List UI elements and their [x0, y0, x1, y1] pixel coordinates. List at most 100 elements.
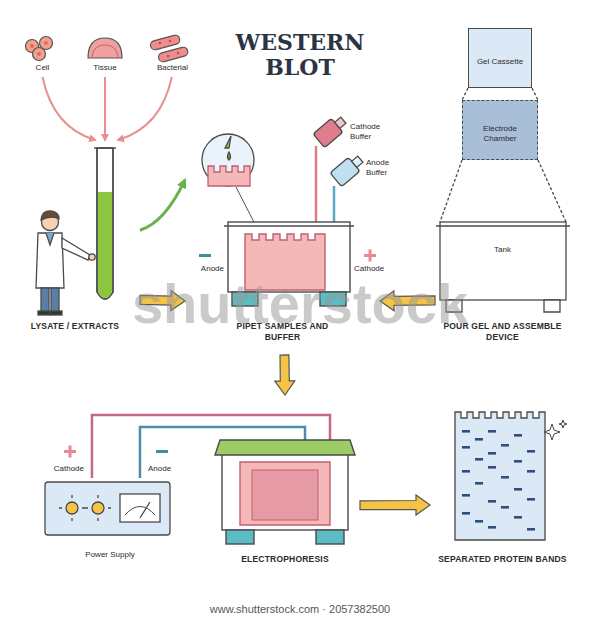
tissue-icon [92, 45, 118, 58]
electrophoresis-device [215, 440, 355, 455]
bacteria-icon [149, 34, 180, 50]
power-cables [210, 415, 330, 440]
protein-band [501, 506, 509, 509]
scientist [46, 233, 54, 245]
scientist [36, 233, 64, 288]
power-supply-unit [59, 495, 111, 521]
zoom-well-detail [202, 134, 258, 230]
electrophoresis-device [222, 452, 348, 530]
process-arrow [43, 77, 96, 140]
protein-band [475, 482, 483, 485]
polarity-signs [156, 450, 168, 453]
source-bacterial: Bacterial [140, 35, 205, 77]
scientist [41, 288, 49, 312]
protein-band [488, 466, 496, 469]
node-text: Bacterial [140, 63, 205, 73]
tissue-icon [88, 38, 122, 58]
cell-icon [44, 41, 48, 45]
gel-cassette-box: Gel Cassette [468, 28, 532, 88]
node-text: Cell [15, 63, 70, 73]
bacteria-icon [177, 52, 179, 54]
assembly-parts [538, 160, 566, 222]
protein-band [514, 434, 522, 437]
footer-credit: www.shutterstock.com · 2057382500 [0, 603, 600, 616]
node-text: Tissue [75, 63, 135, 73]
tissue-icon [88, 38, 122, 58]
electrophoresis-device [240, 462, 330, 525]
bacteria-icon [159, 42, 161, 44]
terminal-label: Cathode [16, 464, 84, 474]
zoom-well-detail [225, 136, 231, 148]
process-arrow [140, 180, 185, 230]
power-supply-unit [45, 482, 170, 535]
protein-band [527, 528, 535, 531]
protein-band [488, 526, 496, 529]
protein-band [514, 516, 522, 519]
zoom-well-detail [228, 152, 231, 160]
protein-band [462, 446, 470, 449]
polarity-signs [199, 254, 211, 257]
power-wire [140, 427, 210, 478]
protein-band [488, 500, 496, 503]
power-supply-unit [45, 482, 170, 535]
power-supply-unit [140, 502, 150, 518]
electrode-label: Cathode [354, 264, 398, 274]
bacteria-icon [157, 46, 188, 62]
power-supply-unit [66, 502, 78, 514]
zoom-well-detail [202, 134, 254, 186]
test-tube [98, 192, 112, 298]
protein-band [501, 476, 509, 479]
lysate-step: LYSATE / EXTRACTS [10, 140, 140, 345]
test-tube [94, 147, 116, 148]
power-cables [210, 427, 305, 440]
power-wire [92, 415, 210, 478]
flow-arrow [360, 495, 430, 515]
protein-band [488, 430, 496, 433]
bacteria-icon [149, 34, 188, 62]
protein-band [514, 488, 522, 491]
diagram-title: WESTERN BLOT [210, 30, 390, 81]
scientist [41, 211, 59, 220]
assembly-parts [532, 88, 538, 100]
zoom-well-detail [208, 166, 250, 186]
bands-step: SEPARATED PROTEIN BANDS [430, 405, 575, 570]
test-tube [97, 148, 113, 299]
power-supply-unit [125, 507, 155, 516]
buffer-label: Cathode Buffer [350, 122, 398, 141]
assembly-parts [436, 225, 570, 226]
electrophoresis-step: ELECTROPHORESIS [210, 395, 360, 570]
node-text: LYSATE / EXTRACTS [10, 321, 140, 332]
protein-band [475, 438, 483, 441]
bacteria-icon [167, 55, 169, 57]
cell-icon [30, 44, 34, 48]
electrode-chamber-box: Electrode Chamber [462, 100, 538, 160]
node-text: Gel Cassette [477, 57, 523, 67]
assembly-parts [462, 88, 468, 100]
cathode-buffer-bottle [335, 117, 346, 128]
protein-band [462, 512, 470, 515]
node-text: SEPARATED PROTEIN BANDS [430, 554, 575, 565]
polarity-signs [69, 446, 72, 458]
anode-buffer-bottle [352, 156, 363, 167]
cell-icon [37, 52, 41, 56]
electrophoresis-device [316, 530, 344, 544]
watermark: shutterstock [0, 276, 600, 332]
scientist [36, 211, 95, 315]
protein-band [462, 494, 470, 497]
electrophoresis-device [226, 530, 254, 544]
protein-band [462, 470, 470, 473]
test-tube [94, 148, 116, 299]
source-cell: Cell [15, 35, 70, 77]
polarity-signs [369, 250, 372, 262]
protein-band [475, 458, 483, 461]
protein-band [527, 470, 535, 473]
test-tube [97, 148, 113, 299]
protein-band [527, 450, 535, 453]
process-arrow [118, 77, 172, 140]
scientist [50, 311, 62, 315]
protein-band-sheet [455, 412, 545, 540]
protein-band [527, 498, 535, 501]
protein-band [462, 430, 470, 433]
terminal-label: Anode [148, 464, 192, 474]
